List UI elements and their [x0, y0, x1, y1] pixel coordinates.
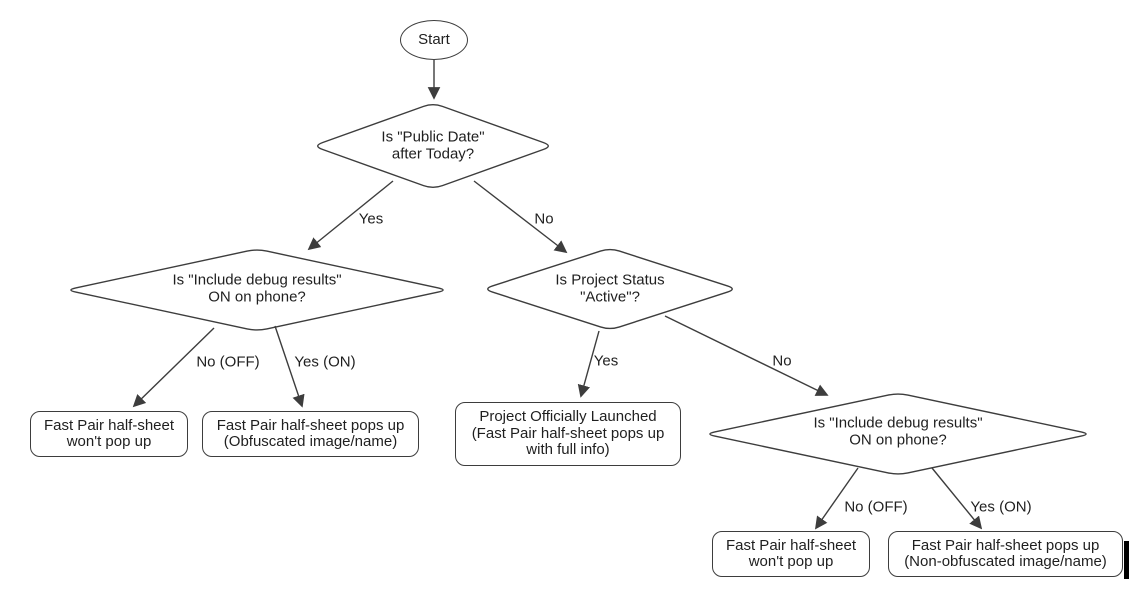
start-node: Start: [400, 20, 468, 60]
outcome-no-popup-left: Fast Pair half-sheet won't pop up: [30, 411, 188, 457]
outcome-non-obfuscated: Fast Pair half-sheet pops up (Non-obfusc…: [888, 531, 1123, 577]
edge-label-yes-on-right: Yes (ON): [970, 498, 1032, 516]
outcome-launched: Project Officially Launched (Fast Pair h…: [455, 402, 681, 466]
outcome-obfuscated: Fast Pair half-sheet pops up (Obfuscated…: [202, 411, 419, 457]
edge-label-yes-top: Yes: [358, 210, 384, 228]
edge-yeson-to-non-obfuscated: [931, 467, 983, 530]
outcome-no-popup-right: Fast Pair half-sheet won't pop up: [712, 531, 870, 577]
decision-public-date-shape: [317, 104, 549, 188]
edge-yeson-to-obfuscated: [274, 325, 305, 408]
text-cursor-bar: [1124, 541, 1129, 579]
edge-label-no-off-left: No (OFF): [196, 353, 260, 371]
decision-debug-left-shape: [70, 249, 444, 331]
decision-project-status-label: Is Project Status "Active"?: [555, 271, 665, 305]
edge-label-no-top: No: [534, 210, 554, 228]
decision-debug-right-label: Is "Include debug results" ON on phone?: [813, 414, 983, 448]
edge-label-yes-on-left: Yes (ON): [294, 353, 356, 371]
decision-public-date-label: Is "Public Date" after Today?: [381, 128, 485, 162]
edge-label-no-mid: No: [772, 352, 792, 370]
edge-nooff-to-no-popup-right: [814, 467, 859, 530]
edge-yes-to-debug-left: [307, 180, 394, 251]
decision-debug-left-label: Is "Include debug results" ON on phone?: [172, 271, 342, 305]
edge-no-to-debug-right: [664, 315, 829, 396]
edge-label-no-off-right: No (OFF): [844, 498, 908, 516]
decision-debug-right-shape: [709, 393, 1087, 475]
edge-label-yes-mid: Yes: [593, 352, 619, 370]
edge-nooff-to-no-popup-left: [132, 327, 215, 408]
decision-project-status-shape: [487, 248, 733, 330]
edge-no-to-project-status: [473, 180, 568, 254]
edge-yes-to-launched: [577, 330, 600, 398]
